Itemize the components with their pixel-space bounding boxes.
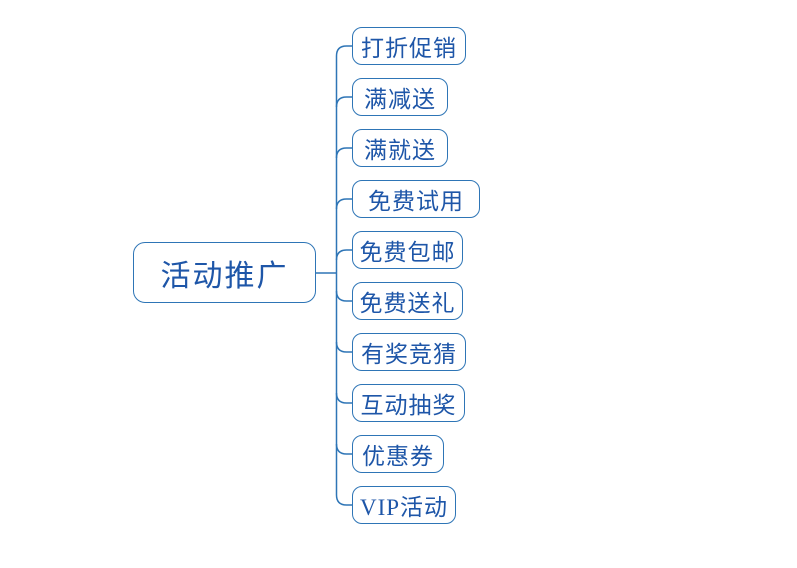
child-node-label: 满减送 bbox=[364, 87, 436, 112]
child-node-7[interactable]: 有奖竞猜 bbox=[352, 333, 466, 371]
child-node-label: 打折促销 bbox=[361, 36, 457, 61]
child-node-6[interactable]: 免费送礼 bbox=[352, 282, 463, 320]
child-node-5[interactable]: 免费包邮 bbox=[352, 231, 463, 269]
child-node-label: 免费试用 bbox=[368, 189, 464, 214]
child-node-label: 免费包邮 bbox=[359, 240, 456, 265]
connector-child-7 bbox=[335, 341, 352, 353]
child-node-label: 优惠券 bbox=[362, 444, 434, 469]
child-node-label: 免费送礼 bbox=[359, 291, 456, 316]
child-node-2[interactable]: 满减送 bbox=[352, 78, 448, 116]
root-node[interactable]: 活动推广 bbox=[133, 242, 316, 303]
child-node-1[interactable]: 打折促销 bbox=[352, 27, 466, 65]
connector-child-6 bbox=[335, 290, 352, 302]
child-node-9[interactable]: 优惠券 bbox=[352, 435, 444, 473]
child-node-label: 有奖竞猜 bbox=[361, 342, 457, 367]
connector-child-3 bbox=[335, 147, 352, 159]
connector-child-8 bbox=[335, 392, 352, 404]
connector-spine bbox=[335, 45, 352, 506]
child-node-label: 满就送 bbox=[364, 138, 436, 163]
child-node-10[interactable]: VIP活动 bbox=[352, 486, 456, 524]
connector-child-9 bbox=[335, 443, 352, 455]
connector-child-5 bbox=[335, 249, 352, 261]
child-node-label: VIP活动 bbox=[359, 495, 449, 520]
child-node-3[interactable]: 满就送 bbox=[352, 129, 448, 167]
child-node-label: 互动抽奖 bbox=[360, 393, 457, 418]
connector-child-2 bbox=[335, 96, 352, 108]
child-node-8[interactable]: 互动抽奖 bbox=[352, 384, 465, 422]
child-node-4[interactable]: 免费试用 bbox=[352, 180, 480, 218]
root-node-label: 活动推广 bbox=[160, 259, 289, 293]
connector-child-4 bbox=[335, 198, 352, 210]
